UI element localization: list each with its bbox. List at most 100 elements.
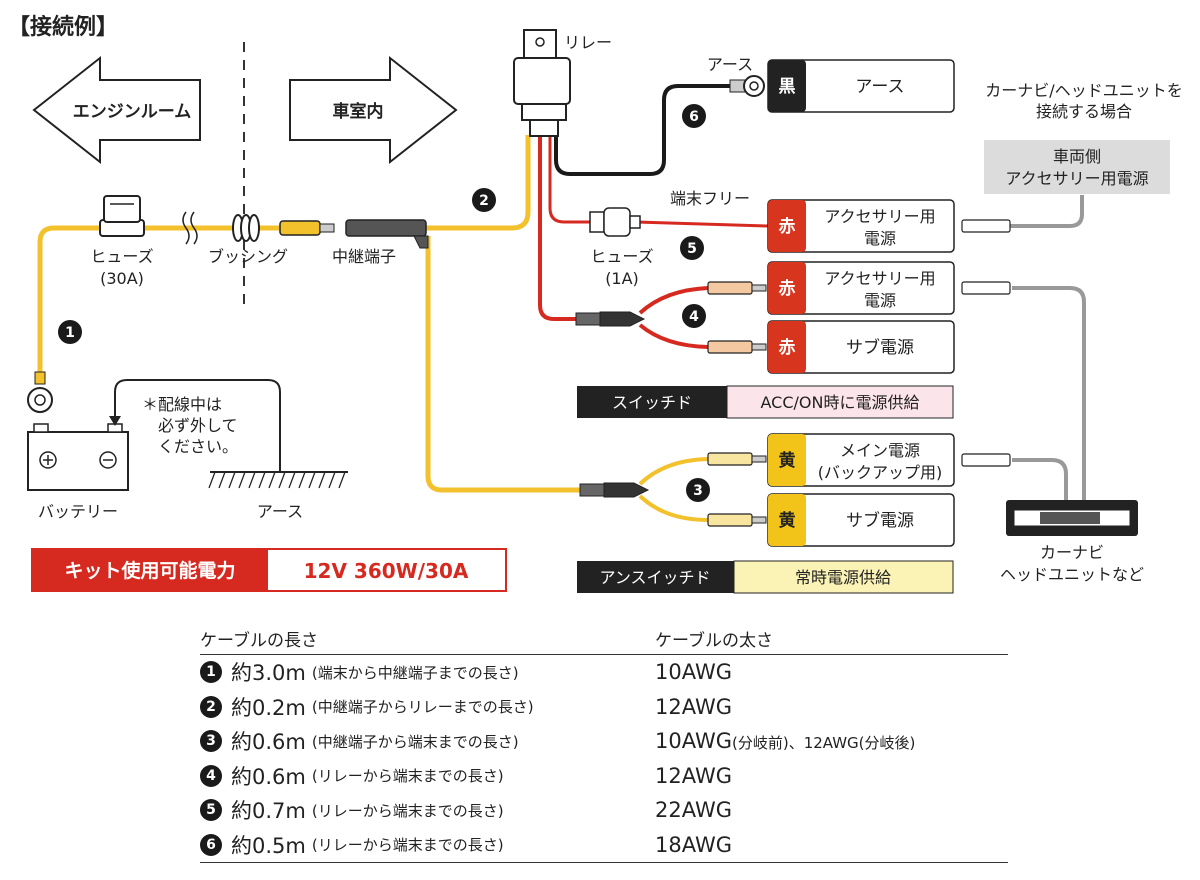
row-note: (中継端子から端末までの長さ) [311, 732, 519, 751]
kit-power-badge: キット使用可能電力 12V 360W/30A [31, 548, 507, 592]
cabin-arrow [289, 55, 458, 165]
row-gauge: 12AWG [655, 694, 732, 719]
head-unit-line-1: カーナビ [1040, 543, 1104, 562]
row-length: 約0.5m [231, 833, 306, 858]
svg-text:電源: 電源 [864, 291, 896, 310]
svg-text:サブ電源: サブ電源 [846, 510, 914, 531]
svg-text:黄: 黄 [779, 450, 796, 471]
unswitched-label: アンスイッチド 常時電源供給 [577, 560, 954, 594]
svg-text:6: 6 [689, 109, 699, 125]
svg-text:赤: 赤 [779, 216, 796, 237]
row-length: 約0.7m [231, 799, 306, 824]
ground-arrow-head [109, 416, 121, 426]
terminal-sub-yellow: 黄 サブ電源 [767, 493, 955, 547]
battery-label: バッテリー [38, 502, 118, 521]
svg-text:アクセサリー用電源: アクセサリー用電源 [1005, 169, 1148, 188]
branch-joint-red [575, 311, 646, 327]
cable-4-branch-bottom [638, 323, 709, 349]
pin-connector-yellow-top [707, 452, 767, 466]
gray-wire-acc [1012, 286, 1086, 500]
engine-room-arrow [32, 55, 201, 165]
row-gauge: 18AWG [655, 832, 732, 857]
cable-5-wire [548, 135, 592, 224]
gray-wire-main [1012, 458, 1068, 500]
ground-top-label: アース [707, 55, 753, 74]
cable-2-wire [420, 135, 531, 231]
terminal-main-backup: 黄 メイン電源 (バックアップ用) [767, 433, 955, 487]
free-end-label: 端末フリー [670, 189, 750, 208]
table-header: ケーブルの長さ ケーブルの太さ [200, 622, 1008, 655]
cable-5-wire-end [635, 220, 769, 228]
svg-text:スイッチド: スイッチド [612, 393, 692, 412]
svg-text:1: 1 [65, 325, 75, 341]
row-gauge-note: (分岐前)、12AWG(分岐後) [731, 734, 916, 753]
battery-note-line-1: ＊配線中は [142, 395, 222, 414]
battery [27, 423, 129, 491]
head-unit-icon [1006, 500, 1138, 536]
ground-wire [114, 379, 281, 472]
cable-4-wire [538, 135, 580, 321]
row-length: 約0.6m [231, 764, 306, 789]
svg-text:3: 3 [693, 483, 703, 499]
cable-marker-3: 3 [686, 478, 710, 502]
svg-text:アクセサリー用: アクセサリー用 [824, 269, 935, 288]
row-number: 6 [200, 833, 222, 856]
row-note: (リレーから端末までの長さ) [311, 836, 504, 855]
row-note: (リレーから端末までの長さ) [311, 801, 504, 820]
svg-text:赤: 赤 [779, 337, 796, 358]
small-fuse-icon [589, 207, 641, 237]
svg-text:サブ電源: サブ電源 [846, 337, 914, 358]
diagram-title: 【接続例】 [8, 14, 118, 40]
svg-text:黄: 黄 [779, 510, 796, 531]
svg-text:キット使用可能電力: キット使用可能電力 [64, 559, 235, 582]
relay-connector-icon [279, 219, 429, 249]
ground-label: アース [257, 502, 303, 521]
vehicle-acc-box: 車両側 アクセサリー用電源 [984, 140, 1170, 194]
cable-6-wire [554, 84, 735, 176]
pin-connector-red-top [707, 281, 767, 295]
header-gauge: ケーブルの太さ [655, 630, 773, 651]
row-number: 2 [200, 695, 222, 718]
row-gauge: 10AWG [655, 729, 732, 754]
cable-marker-1: 1 [58, 320, 82, 344]
gray-connector-3 [961, 453, 1011, 467]
right-note-line-1: カーナビ/ヘッドユニットを [985, 81, 1182, 100]
svg-text:5: 5 [687, 241, 697, 257]
svg-text:常時電源供給: 常時電源供給 [795, 568, 891, 587]
battery-note-line-2: 必ず外して [158, 416, 238, 435]
terminal-acc: 赤 アクセサリー用 電源 [767, 261, 955, 315]
terminal-acc-free: 赤 アクセサリー用 電源 [767, 199, 955, 253]
pin-connector-red-bottom [707, 340, 767, 354]
battery-ring-terminal [27, 371, 53, 413]
row-length: 約0.2m [231, 695, 306, 720]
gray-connector-2 [961, 281, 1011, 295]
cable-marker-6: 6 [682, 104, 706, 128]
battery-note-line-3: ください。 [158, 437, 238, 456]
svg-text:アクセサリー用: アクセサリー用 [824, 207, 935, 226]
relay-connector-label: 中継端子 [332, 247, 396, 266]
gray-connector-1 [961, 219, 1011, 233]
engine-room-label: エンジンルーム [73, 102, 192, 122]
terminal-ground: 黒 アース [767, 59, 955, 113]
svg-text:黒: 黒 [779, 77, 796, 97]
relay-label: リレー [564, 33, 612, 52]
wiring-diagram: 【接続例】 エンジンルーム 車室内 バッテリー [8, 14, 1183, 594]
svg-text:車両側: 車両側 [1053, 147, 1101, 166]
svg-text:2: 2 [479, 193, 489, 209]
cable-4-branch-top [638, 286, 709, 315]
svg-text:4: 4 [689, 309, 699, 325]
main-fuse-rating: (30A) [100, 269, 144, 288]
terminal-sub-red: 赤 サブ電源 [767, 320, 955, 374]
svg-text:アンスイッチド: アンスイッチド [599, 568, 710, 587]
cable-3-wire [425, 236, 585, 493]
row-number: 1 [200, 661, 222, 684]
cable-marker-4: 4 [682, 304, 706, 328]
bushing-label: ブッシング [208, 247, 288, 266]
svg-text:電源: 電源 [864, 229, 896, 248]
